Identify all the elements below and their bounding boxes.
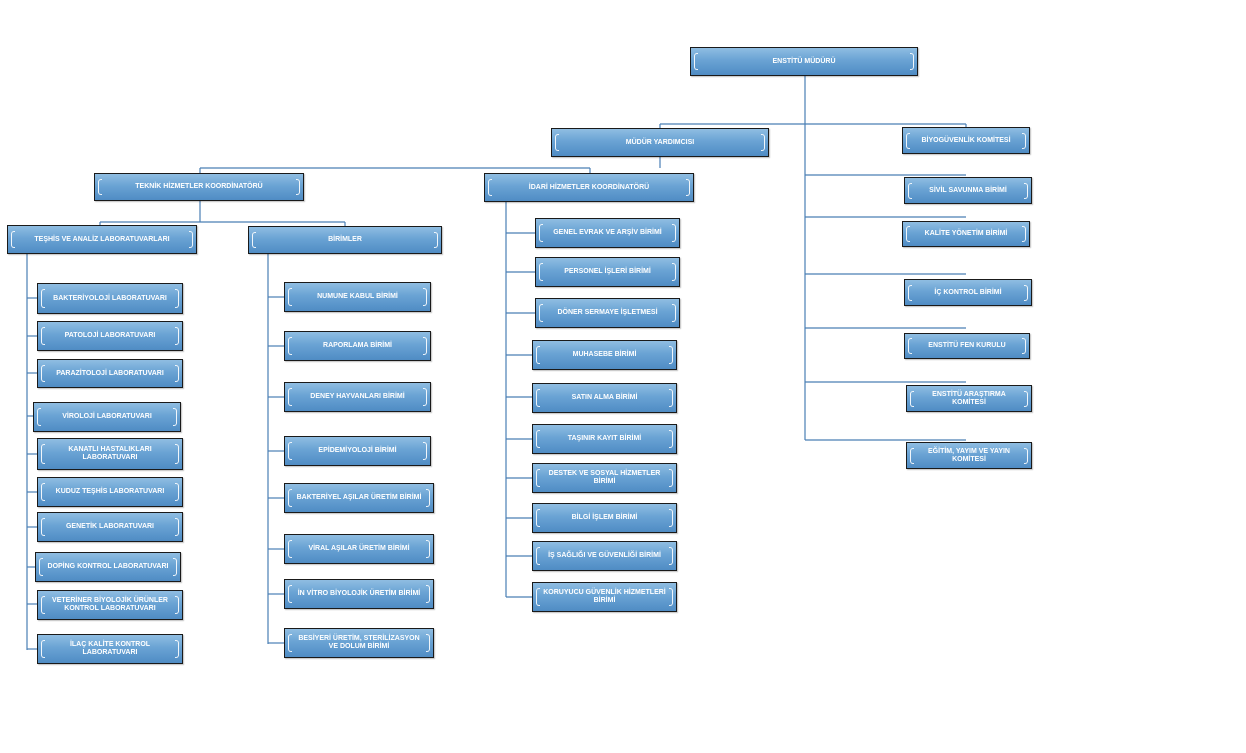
node-lab: GENETİK LABORATUVARI: [37, 512, 183, 542]
node-unit: EPİDEMİYOLOJİ BİRİMİ: [284, 436, 431, 466]
node-admin-unit: TAŞINIR KAYIT BİRİMİ: [532, 424, 677, 454]
node-unit: BAKTERİYEL AŞILAR ÜRETİM BİRİMİ: [284, 483, 434, 513]
node-admin-unit: KORUYUCU GÜVENLİK HİZMETLERİ BİRİMİ: [532, 582, 677, 612]
node-committee: SİVİL SAVUNMA BİRİMİ: [904, 177, 1032, 204]
node-admin-unit: İŞ SAĞLIĞI VE GÜVENLİĞİ BİRİMİ: [532, 541, 677, 571]
node-teknik-hizmetler: TEKNİK HİZMETLER KOORDİNATÖRÜ: [94, 173, 304, 201]
node-idari-hizmetler: İDARİ HİZMETLER KOORDİNATÖRÜ: [484, 173, 694, 202]
node-teshis-analiz: TEŞHİS VE ANALİZ LABORATUVARLARI: [7, 225, 197, 254]
node-committee: ENSTİTÜ ARAŞTIRMA KOMİTESİ: [906, 385, 1032, 412]
node-committee: KALİTE YÖNETİM BİRİMİ: [902, 221, 1030, 247]
node-unit: BESİYERİ ÜRETİM, STERİLİZASYON VE DOLUM …: [284, 628, 434, 658]
node-lab: KUDUZ TEŞHİS LABORATUVARI: [37, 477, 183, 507]
node-lab: BAKTERİYOLOJİ LABORATUVARI: [37, 283, 183, 314]
node-unit: VİRAL AŞILAR ÜRETİM BİRİMİ: [284, 534, 434, 564]
node-enstitu-muduru: ENSTİTÜ MÜDÜRÜ: [690, 47, 918, 76]
node-lab: PARAZİTOLOJİ LABORATUVARI: [37, 359, 183, 388]
node-admin-unit: DESTEK VE SOSYAL HİZMETLER BİRİMİ: [532, 463, 677, 493]
node-unit: İN VİTRO BİYOLOJİK ÜRETİM BİRİMİ: [284, 579, 434, 609]
node-unit: NUMUNE KABUL BİRİMİ: [284, 282, 431, 312]
node-unit: RAPORLAMA BİRİMİ: [284, 331, 431, 361]
node-committee: ENSTİTÜ FEN KURULU: [904, 333, 1030, 359]
node-birimler: BİRİMLER: [248, 226, 442, 254]
node-committee: BİYOGÜVENLİK KOMİTESİ: [902, 127, 1030, 154]
node-admin-unit: GENEL EVRAK VE ARŞİV BİRİMİ: [535, 218, 680, 248]
node-admin-unit: PERSONEL İŞLERİ BİRİMİ: [535, 257, 680, 287]
node-lab: DOPİNG KONTROL LABORATUVARI: [35, 552, 181, 582]
node-admin-unit: BİLGİ İŞLEM BİRİMİ: [532, 503, 677, 533]
node-mudur-yardimcisi: MÜDÜR YARDIMCISI: [551, 128, 769, 157]
node-unit: DENEY HAYVANLARI BİRİMİ: [284, 382, 431, 412]
node-committee: EĞİTİM, YAYIM VE YAYIN KOMİTESİ: [906, 442, 1032, 469]
node-admin-unit: MUHASEBE BİRİMİ: [532, 340, 677, 370]
node-lab: VETERİNER BİYOLOJİK ÜRÜNLER KONTROL LABO…: [37, 590, 183, 620]
node-lab: VİROLOJİ LABORATUVARI: [33, 402, 181, 432]
node-lab: PATOLOJİ LABORATUVARI: [37, 321, 183, 351]
node-admin-unit: DÖNER SERMAYE İŞLETMESİ: [535, 298, 680, 328]
node-lab: KANATLI HASTALIKLARI LABORATUVARI: [37, 438, 183, 470]
node-lab: İLAÇ KALİTE KONTROL LABORATUVARI: [37, 634, 183, 664]
node-admin-unit: SATIN ALMA BİRİMİ: [532, 383, 677, 413]
node-committee: İÇ KONTROL BİRİMİ: [904, 279, 1032, 306]
